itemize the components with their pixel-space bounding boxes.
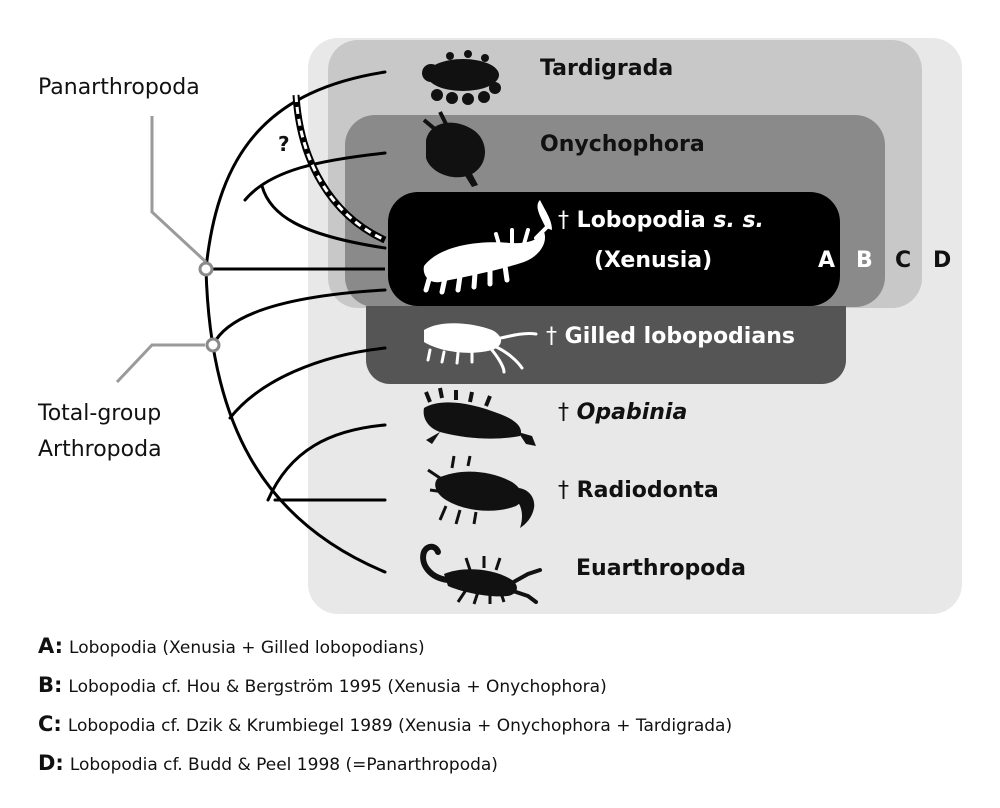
opabinia-name: Opabinia (576, 400, 688, 425)
legend-key: C: (38, 712, 62, 736)
box-letter-b: B (856, 248, 873, 273)
scorpion-silhouette (420, 543, 542, 605)
panarthropoda-node (198, 261, 214, 277)
tardigrada-label: Tardigrada (540, 56, 674, 81)
onychophoran-silhouette (422, 111, 485, 187)
legend-key: A: (38, 634, 64, 658)
opabinia-silhouette (423, 387, 536, 446)
lobopodia-ss: s. s. (713, 208, 764, 233)
legend-item-d: D:Lobopodia cf. Budd & Peel 1998 (=Panar… (38, 751, 498, 775)
uncertain-marker: ? (278, 132, 290, 156)
xenusia-label: (Xenusia) (594, 248, 713, 273)
euarthropoda-label: Euarthropoda (576, 556, 746, 581)
box-letter-c: C (895, 248, 912, 273)
box-letter-d: D (933, 248, 952, 273)
branch-tardigrada (204, 70, 387, 271)
legend-text: Lobopodia (Xenusia + Gilled lobopodians) (69, 638, 425, 658)
lobopodia-name: Lobopodia (576, 208, 706, 233)
panarthropoda-label: Panarthropoda (38, 75, 200, 100)
legend-item-b: B:Lobopodia cf. Hou & Bergström 1995 (Xe… (38, 673, 607, 697)
panarthropoda-pointer (150, 116, 208, 264)
legend-item-c: C:Lobopodia cf. Dzik & Krumbiegel 1989 (… (38, 712, 732, 736)
branch-uncertain-outline (292, 94, 387, 244)
legend-text: Lobopodia cf. Hou & Bergström 1995 (Xenu… (68, 677, 607, 697)
lower-branches (204, 267, 387, 574)
arthropoda-pointer (115, 343, 205, 384)
gilled-lobopodian-silhouette (424, 323, 538, 374)
legend-key: D: (38, 751, 64, 775)
branch-xenusia-lower (211, 288, 387, 347)
radiodont-silhouette (427, 455, 535, 528)
gilled-lobopodians-label: † Gilled lobopodians (546, 324, 795, 349)
total-group-label-line2: Arthropoda (38, 437, 162, 462)
legend-item-a: A:Lobopodia (Xenusia + Gilled lobopodian… (38, 634, 425, 658)
radiodonta-label: † Radiodonta (558, 478, 719, 503)
opabinia-label: † Opabinia (558, 400, 687, 425)
dagger: † (546, 324, 557, 349)
branch-gilled (228, 346, 387, 420)
branch-xenusia-upper (260, 184, 387, 250)
branch-euarthropoda (204, 267, 387, 574)
branch-opabinia (266, 423, 387, 502)
radiodonta-name: Radiodonta (576, 478, 719, 503)
arthropoda-node (205, 337, 221, 353)
dagger: † (558, 208, 569, 233)
dagger: † (558, 400, 569, 425)
dagger: † (558, 478, 569, 503)
legend-text: Lobopodia cf. Dzik & Krumbiegel 1989 (Xe… (67, 716, 733, 736)
tardigrade-silhouette (422, 50, 501, 105)
gilled-name: Gilled lobopodians (564, 324, 795, 349)
onychophora-label: Onychophora (540, 132, 705, 157)
box-letter-a: A (818, 248, 836, 273)
branch-uncertain-dashed (294, 94, 386, 242)
branch-onychophora (243, 151, 387, 202)
legend-text: Lobopodia cf. Budd & Peel 1998 (=Panarth… (69, 755, 498, 775)
lobopodia-ss-label: † Lobopodia s. s. (558, 208, 764, 233)
legend-key: B: (38, 673, 63, 697)
xenusia-silhouette (423, 200, 552, 295)
upper-branches (204, 70, 387, 271)
total-group-label-line1: Total-group (38, 401, 162, 426)
